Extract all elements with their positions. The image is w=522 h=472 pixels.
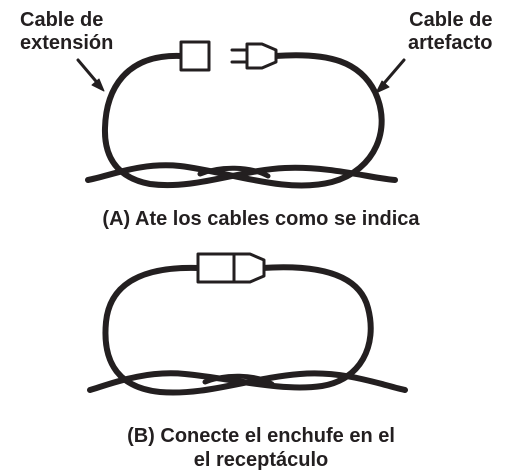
extension-cord-b [102,264,408,396]
appliance-plug-b [232,252,266,284]
caption-a: (A) Ate los cables como se indica [102,208,420,230]
caption-b-line2: el receptáculo [193,449,329,471]
appliance-cord-label: Cable de artefacto [408,9,492,55]
appliance-cord-b [87,264,374,393]
appliance-cord-label-line1: Cable de [409,9,493,31]
caption-b: (B) Conecte el enchufe en el el receptác… [0,424,522,472]
figure-a [76,40,406,189]
extension-socket-a [179,40,211,72]
appliance-cord-label-line2: artefacto [408,32,493,54]
appliance-arrow-head [375,80,390,94]
extension-socket-b [196,252,236,284]
extension-cord-label-line2: extensión [20,32,114,54]
extension-arrow-head [91,78,105,92]
appliance-plug-a [245,42,278,70]
figure-b [87,252,408,396]
extension-cord-a [101,52,398,189]
appliance-cord-a [85,52,385,189]
knot-twist-b [202,373,275,387]
extension-cord-label-line1: Cable de [20,9,104,31]
knot-twist-a [197,165,271,179]
extension-cord-label: Cable de extensión [20,9,113,55]
plug-prongs-a [230,48,249,64]
caption-b-line1: (B) Conecte el enchufe en el [127,425,395,447]
